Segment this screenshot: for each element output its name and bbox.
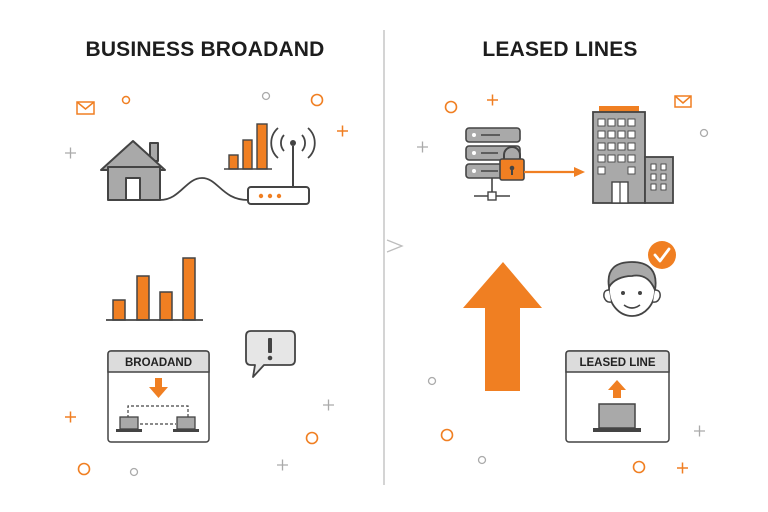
leased-line-card-label: LEASED LINE bbox=[579, 357, 655, 369]
business-broadband-title: BUSINESS BROADAND bbox=[85, 38, 325, 61]
decorative-shapes-right bbox=[417, 94, 709, 474]
leased-lines-title: LEASED LINES bbox=[482, 38, 638, 61]
laptop-icon bbox=[173, 416, 199, 432]
divider-arrow-icon bbox=[386, 239, 404, 253]
down-arrow-icon bbox=[149, 378, 168, 398]
office-building-icon bbox=[592, 106, 674, 204]
mail-icon bbox=[674, 95, 692, 108]
router-icon bbox=[247, 127, 316, 205]
padlock-icon bbox=[499, 146, 525, 181]
connection-arrow-icon bbox=[524, 167, 585, 177]
laptop-icon bbox=[116, 416, 142, 432]
house-icon bbox=[100, 140, 166, 201]
broadband-card-label: BROADAND bbox=[125, 357, 192, 369]
bar-chart-icon bbox=[112, 257, 196, 321]
decorative-shapes-left bbox=[65, 91, 348, 477]
mail-icon bbox=[76, 101, 95, 115]
signal-bars-icon bbox=[228, 123, 268, 170]
alert-bubble-icon bbox=[245, 330, 296, 378]
up-arrow-icon bbox=[463, 262, 542, 391]
small-up-arrow-icon bbox=[608, 380, 626, 398]
laptop-icon bbox=[593, 403, 641, 432]
leased-line-card: LEASED LINE bbox=[565, 350, 670, 443]
person-face-icon bbox=[603, 261, 661, 317]
cable-line bbox=[159, 177, 249, 201]
broadband-card: BROADAND bbox=[107, 350, 210, 443]
check-badge-icon bbox=[648, 241, 676, 269]
